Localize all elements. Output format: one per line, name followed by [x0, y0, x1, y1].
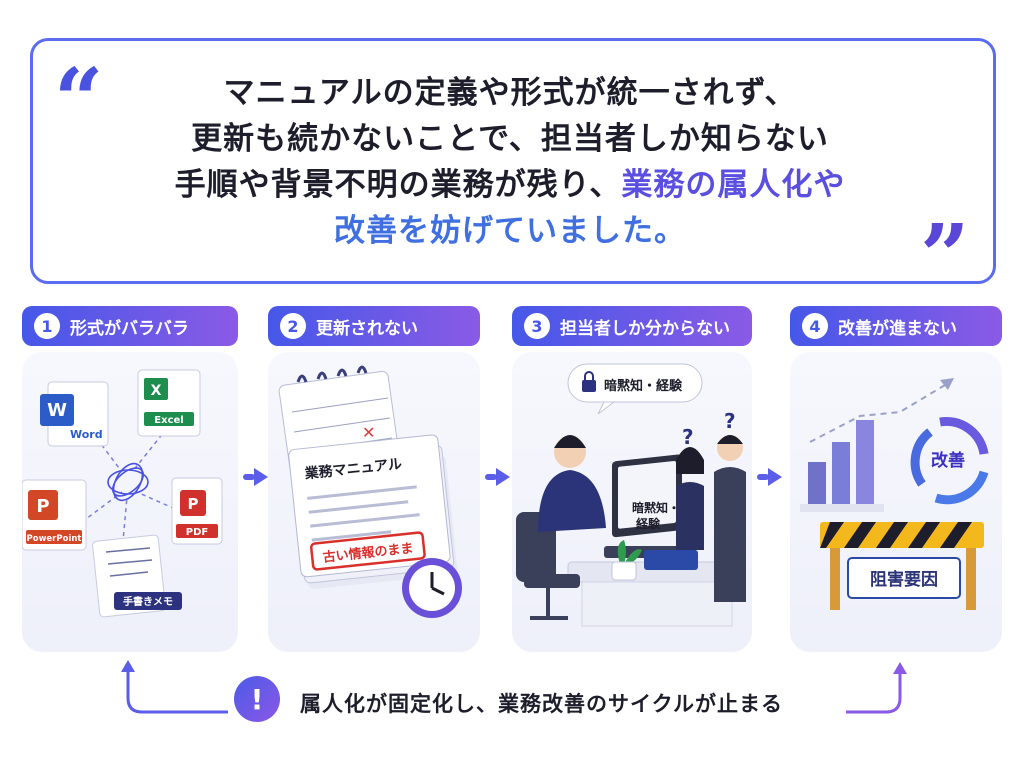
step-4-number: 4 — [802, 313, 828, 339]
barrier-label: 阻害要因 — [870, 569, 938, 590]
pdf-label: PDF — [186, 527, 208, 538]
arrow-1-2-shaft — [243, 474, 255, 480]
arrow-2-3-icon — [496, 468, 510, 486]
step-4-label: 改善が進まない — [838, 318, 957, 339]
book-icon — [644, 550, 698, 570]
manual-document-icon: 業務マニュアル 古い情報のまま — [288, 434, 458, 590]
step-1-panel: 1 形式がバラバラ W Word X Excel — [22, 306, 238, 652]
step-3-illustration: 暗黙知・経験 ? ? 暗黙知・ 経験 — [516, 363, 746, 627]
desk-icon — [567, 561, 745, 627]
feedback-loop-arrow — [121, 660, 907, 714]
lock-icon — [582, 371, 596, 392]
arrow-2-3-shaft — [485, 474, 497, 480]
clock-icon — [402, 558, 462, 618]
step-4-illustration: 改善 阻害要因 — [800, 378, 989, 610]
word-label: Word — [70, 428, 103, 441]
screen-text-1: 暗黙知・ — [632, 500, 680, 515]
plant-icon — [611, 540, 642, 581]
quote-highlight-1: 業務の属人化や — [621, 167, 846, 203]
step-1-header: 1 形式がバラバラ — [22, 306, 238, 346]
knowledge-bubble: 暗黙知・経験 — [567, 363, 703, 415]
step-2-number: 2 — [280, 313, 306, 339]
question-mark-icon-1: ? — [682, 425, 694, 449]
pdf-file-icon: P PDF — [171, 477, 223, 545]
step-2-panel: 2 更新されない ✕ 業務マニュアル 古い情報のまま — [268, 306, 480, 652]
close-quote-icon: ” — [920, 206, 970, 307]
memo-label: 手書きメモ — [123, 595, 173, 608]
step-3-header: 3 担当者しか分からない — [512, 306, 752, 346]
svg-text:W: W — [47, 400, 67, 421]
step-3-panel: 3 担当者しか分からない 暗黙知・経験 ? ? — [512, 306, 752, 652]
excel-label: Excel — [154, 415, 183, 426]
barrier-icon: 阻害要因 — [820, 522, 984, 610]
svg-text:P: P — [188, 495, 199, 513]
step-3-number: 3 — [524, 313, 550, 339]
trend-line — [809, 381, 951, 443]
warning-icon: ! — [234, 676, 280, 722]
step-3-label: 担当者しか分からない — [560, 318, 730, 339]
bottom-message: 属人化が固定化し、業務改善のサイクルが止まる — [300, 692, 783, 716]
arrow-1-2-icon — [254, 468, 268, 486]
step-4-panel: 4 改善が進まない 改善 阻 — [790, 306, 1002, 652]
step-2-label: 更新されない — [316, 318, 418, 339]
cycle-label: 改善 — [931, 450, 965, 471]
powerpoint-label: PowerPoint — [27, 534, 82, 544]
svg-text:P: P — [36, 496, 49, 517]
open-quote-icon: “ — [54, 50, 104, 151]
step-2-illustration: ✕ 業務マニュアル 古い情報のまま — [278, 365, 462, 618]
arrow-3-4-icon — [768, 468, 782, 486]
bar-chart-icon — [800, 420, 884, 512]
word-file-icon: W Word — [40, 381, 109, 447]
colleague-woman-icon — [676, 447, 704, 550]
step-1-illustration: W Word X Excel P PowerPoint P PDF — [22, 369, 223, 618]
step-1-label: 形式がバラバラ — [70, 318, 189, 339]
bubble-text: 暗黙知・経験 — [604, 378, 683, 394]
quote-line-1: マニュアルの定義や形式が統一されず、 — [223, 75, 797, 111]
quote-line-3: 手順や背景不明の業務が残り、業務の属人化や — [60, 162, 960, 208]
step-2-header: 2 更新されない — [268, 306, 480, 346]
x-mark-icon: ✕ — [362, 423, 375, 442]
quote-text: マニュアルの定義や形式が統一されず、 更新も続かないことで、担当者しか知らない … — [60, 70, 960, 254]
quote-line-3-text: 手順や背景不明の業務が残り、 — [174, 167, 622, 203]
quote-line-2: 更新も続かないことで、担当者しか知らない — [191, 121, 829, 157]
quote-line-4: 改善を妨げていました。 — [334, 213, 686, 249]
colleague-man-icon — [714, 435, 746, 602]
excel-file-icon: X Excel — [137, 369, 201, 437]
worker-person-icon — [538, 435, 606, 532]
arrow-3-4-shaft — [757, 474, 769, 480]
trend-arrow-icon — [940, 378, 954, 390]
quote-box — [30, 38, 996, 284]
step-4-header: 4 改善が進まない — [790, 306, 1002, 346]
question-mark-icon-2: ? — [724, 409, 736, 433]
screen-text-2: 経験 — [636, 516, 661, 531]
improvement-cycle-icon: 改善 — [910, 416, 989, 505]
handwritten-memo-icon: 手書きメモ — [92, 534, 182, 618]
step-1-number: 1 — [34, 313, 60, 339]
tangle-icon — [107, 462, 149, 502]
powerpoint-file-icon: P PowerPoint — [22, 479, 87, 551]
svg-text:X: X — [151, 383, 162, 399]
